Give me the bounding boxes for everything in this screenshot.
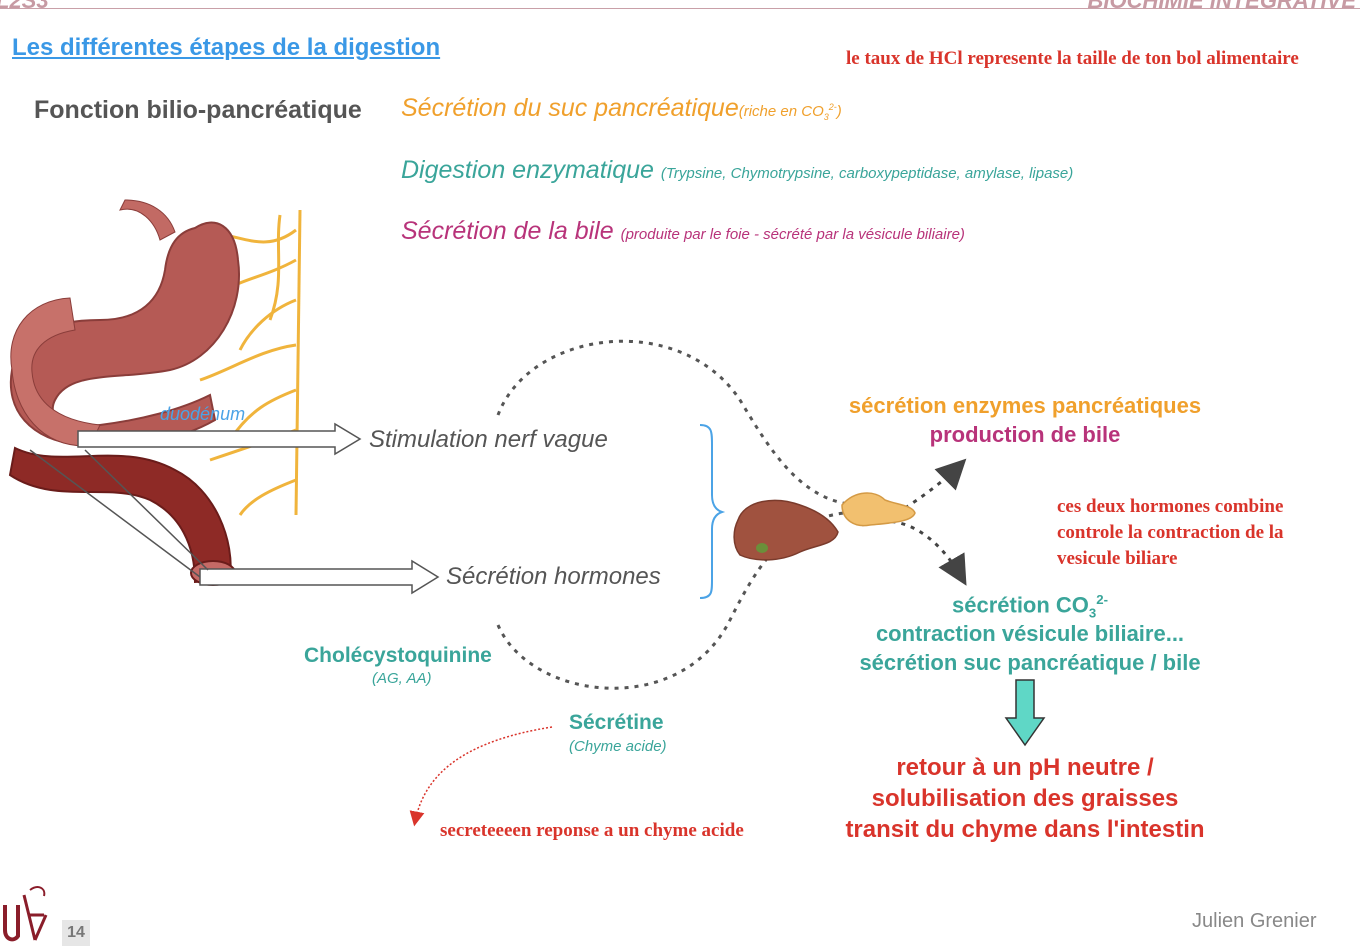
red-curved-arrow [415,727,552,822]
bracket-brace [700,425,722,598]
result-secretion: sécrétion suc pancréatique / bile [800,650,1260,676]
label-hormones: Sécrétion hormones [446,563,661,591]
university-logo [5,887,46,940]
result-co3-sub: 3 [1089,606,1096,621]
final-ph: retour à un pH neutre / [800,754,1250,782]
label-cck-sub: (AG, AA) [372,670,431,687]
label-stimulation: Stimulation nerf vague [369,426,608,454]
label-enzymes: sécrétion enzymes pancréatiques [820,393,1230,419]
label-bile: production de bile [820,422,1230,448]
final-fats: solubilisation des graisses [800,785,1250,813]
label-duodenum: duodénum [160,404,245,425]
pancreas-illustration [842,493,915,526]
label-cck: Cholécystoquinine [304,644,492,668]
result-co3-pre: sécrétion CO [952,592,1089,617]
liver-illustration [734,500,838,559]
result-co3-sup: 2- [1096,592,1108,607]
hollow-arrow-hormones [200,561,438,593]
label-secretine: Sécrétine [569,711,664,735]
page-number: 14 [62,920,90,946]
annotation-hormones: ces deux hormones combine controle la co… [1057,494,1347,572]
annotation-secretine: secreteeeen reponse a un chyme acide [440,820,744,842]
final-transit: transit du chyme dans l'intestin [800,816,1250,844]
down-arrow-result [1006,680,1044,745]
dotted-arrow-down [862,521,962,578]
author-name: Julien Grenier [1192,910,1317,933]
result-contraction: contraction vésicule biliaire... [800,621,1260,647]
label-secretine-sub: (Chyme acide) [569,738,667,755]
dotted-arrow-up [905,465,960,508]
result-co3: sécrétion CO32- [800,592,1260,621]
dotted-path-nerve [498,341,855,505]
